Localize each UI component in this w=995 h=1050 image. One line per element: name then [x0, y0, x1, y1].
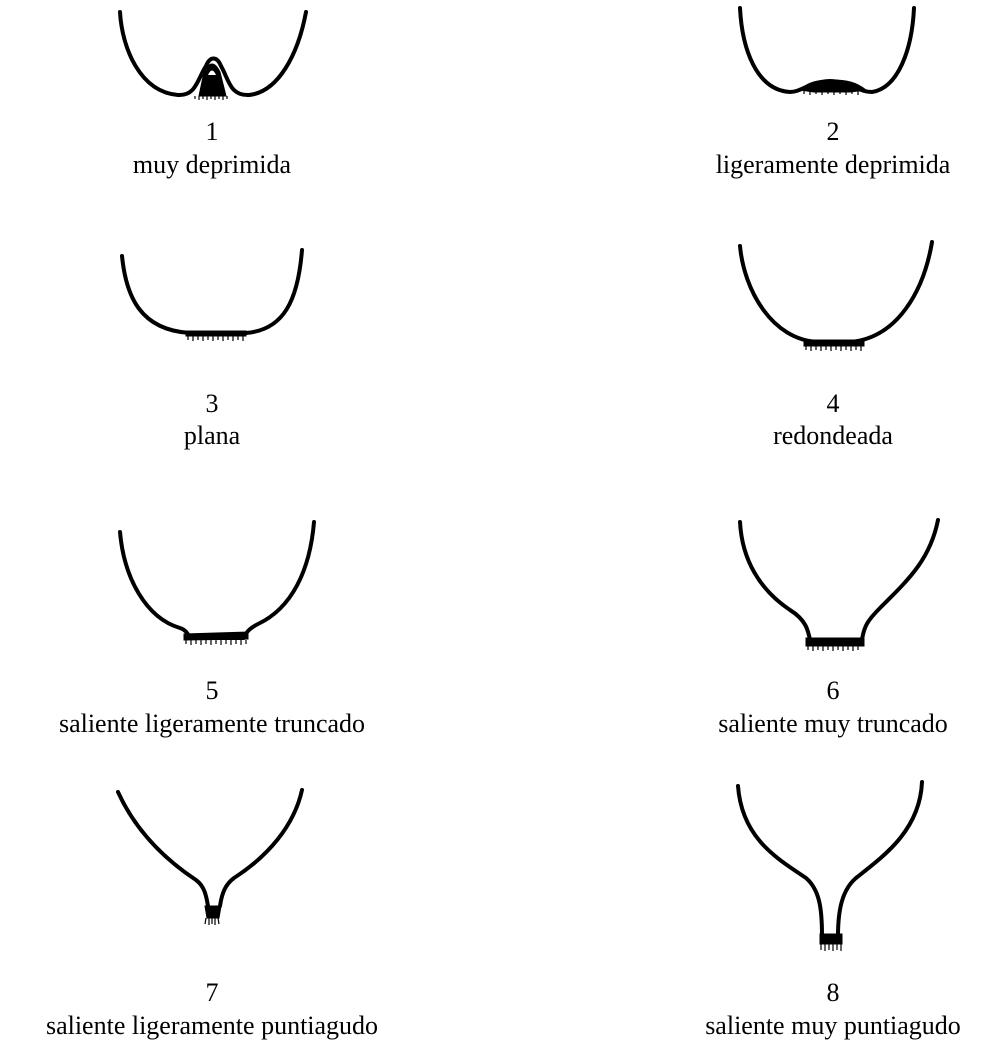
- shape-8-label: saliente muy puntiagudo: [705, 1011, 961, 1041]
- shape-4-label: redondeada: [773, 421, 893, 451]
- shape-7-label: saliente ligeramente puntiagudo: [46, 1011, 378, 1041]
- shape-8-number: 8: [827, 978, 840, 1008]
- shape-1-label: muy deprimida: [133, 150, 291, 180]
- shape-2-number: 2: [827, 117, 840, 147]
- shape-6-number: 6: [827, 676, 840, 706]
- shape-5-number: 5: [206, 676, 219, 706]
- shape-3-number: 3: [206, 389, 219, 419]
- shape-2-label: ligeramente deprimida: [716, 150, 951, 180]
- shape-3-label: plana: [184, 421, 240, 451]
- shape-7-number: 7: [206, 978, 219, 1008]
- shape-5-label: saliente ligeramente truncado: [59, 709, 365, 739]
- shape-1-number: 1: [206, 117, 219, 147]
- shape-4-number: 4: [827, 389, 840, 419]
- shape-6-label: saliente muy truncado: [718, 709, 948, 739]
